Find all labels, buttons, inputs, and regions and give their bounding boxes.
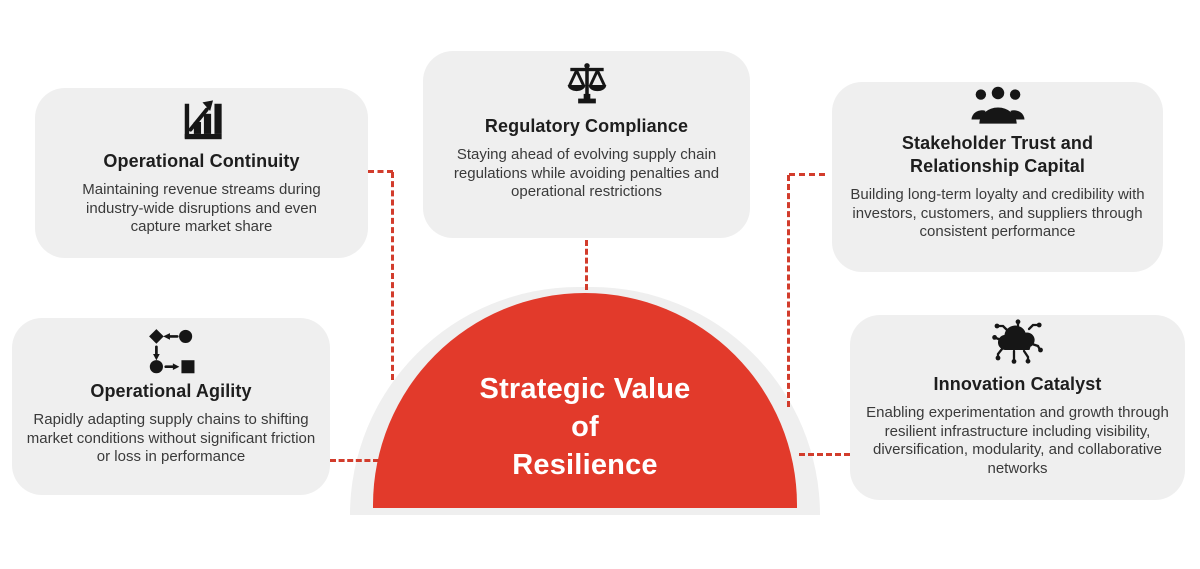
central-title-line2: of	[571, 411, 599, 443]
flowchart-icon	[147, 326, 195, 374]
card-operational-continuity: Operational Continuity Maintaining reven…	[35, 88, 368, 258]
card-title: Operational Continuity	[103, 151, 300, 171]
card-operational-agility: Operational Agility Rapidly adapting sup…	[12, 318, 330, 495]
card-innovation-catalyst: Innovation Catalyst Enabling experimenta…	[850, 315, 1185, 500]
card-title: Innovation Catalyst	[933, 374, 1102, 394]
card-body: Maintaining revenue streams during indus…	[82, 181, 321, 235]
cloud-network-icon	[991, 319, 1045, 367]
connector-top-left-vertical	[391, 172, 394, 380]
balance-scale-icon	[561, 59, 613, 109]
connector-top-right-horizontal	[789, 173, 825, 176]
central-title-line1: Strategic Value	[479, 373, 691, 405]
card-title: Stakeholder Trust and Relationship Capit…	[901, 133, 1094, 176]
card-body: Rapidly adapting supply chains to shifti…	[26, 411, 316, 465]
people-group-icon	[971, 86, 1025, 126]
central-title-line3: Resilience	[512, 449, 658, 481]
card-body: Staying ahead of evolving supply chain r…	[453, 146, 720, 200]
connector-bottom-right-horizontal	[799, 453, 850, 456]
bar-chart-growth-icon	[177, 98, 227, 144]
connector-bottom-left-horizontal	[330, 459, 379, 462]
card-title: Operational Agility	[90, 381, 252, 401]
connector-top-left-horizontal	[368, 170, 393, 173]
connector-top-center-vertical	[585, 240, 588, 290]
card-body: Enabling experimentation and growth thro…	[866, 404, 1169, 477]
card-title: Regulatory Compliance	[484, 116, 689, 136]
connector-top-right-vertical	[787, 175, 790, 407]
card-stakeholder-trust: Stakeholder Trust and Relationship Capit…	[832, 82, 1163, 272]
central-title: Strategic Value of Resilience	[350, 370, 820, 484]
card-body: Building long-term loyalty and credibili…	[850, 186, 1145, 240]
card-regulatory-compliance: Regulatory Compliance Staying ahead of e…	[423, 51, 750, 238]
